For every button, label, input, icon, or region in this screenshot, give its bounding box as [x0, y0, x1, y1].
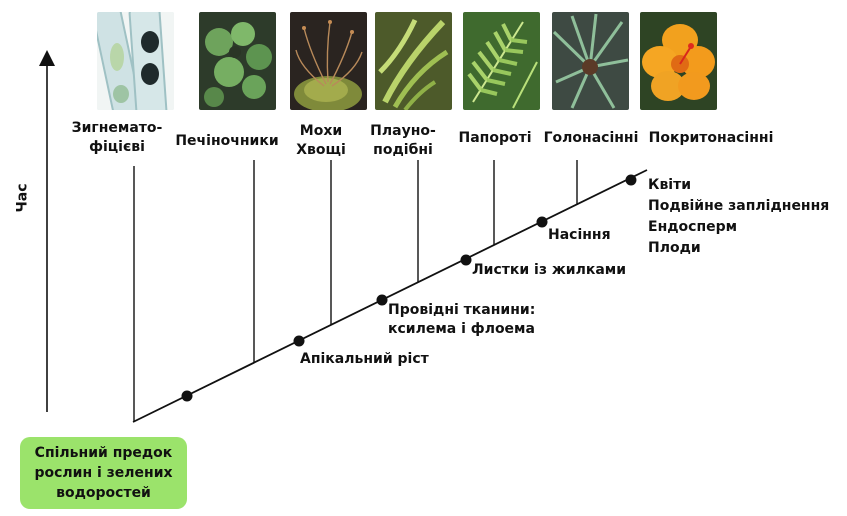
trait-label-line: ксилема і флоема [388, 321, 535, 337]
trait-dot-base [181, 390, 193, 402]
trait-label-line: Квіти [648, 177, 692, 193]
group-label-line: Плауно- [370, 123, 436, 139]
group-label-line: Покритонасінні [648, 130, 774, 146]
group-label-mosses: Мохи Хвощі [296, 122, 346, 160]
zygnematophyceae-image [97, 12, 174, 110]
group-label-line: подібні [373, 142, 433, 158]
group-label-line: Голонасінні [543, 130, 639, 146]
trait-label-veined-leaves: Листки із жилками [472, 262, 627, 278]
ancestor-label-line: рослин і зелених [34, 465, 173, 481]
fern-image [463, 12, 540, 110]
group-label-line: Папороті [458, 130, 532, 146]
lycophyte-image [375, 12, 452, 110]
trait-dot-leaves [460, 254, 472, 266]
trait-dot-seeds [536, 216, 548, 228]
common-ancestor-box: Спільний предок рослин і зелених водорос… [20, 437, 187, 509]
moss-image [290, 12, 367, 110]
group-label-line: фіцієві [89, 139, 145, 155]
trait-label-line: Подвійне запліднення [648, 198, 830, 214]
hibiscus-flower-image [640, 12, 717, 110]
trait-label-line: Провідні тканини: [388, 302, 536, 318]
group-label-liverworts: Печіночники [175, 132, 278, 151]
group-label-angiosperms: Покритонасінні [649, 129, 774, 148]
cycad-image [552, 12, 629, 110]
group-label-gymnosperms: Голонасінні [544, 129, 639, 148]
ancestor-label-line: водоростей [56, 485, 151, 501]
main-trunk-line [132, 169, 648, 423]
trait-label-vascular-tissue: Провідні тканини: ксилема і флоема [388, 301, 535, 339]
group-label-line: Мохи [299, 123, 343, 139]
group-label-line: Зигнемато- [71, 120, 163, 136]
trait-label-apical-growth: Апікальний ріст [300, 351, 429, 367]
time-axis-label: Час [14, 183, 31, 213]
trait-dot-flowers [625, 174, 637, 186]
trait-label-line: Ендосперм [648, 219, 738, 235]
trait-label-seeds: Насіння [548, 227, 611, 243]
trait-dot-apical [293, 335, 305, 347]
trait-label-line: Плоди [648, 240, 701, 256]
group-label-line: Печіночники [175, 133, 279, 149]
ancestor-label-line: Спільний предок [34, 445, 173, 461]
trait-label-angiosperm-features: Квіти Подвійне запліднення Ендосперм Пло… [648, 175, 829, 259]
trait-dot-vascular [376, 294, 388, 306]
group-label-lycophytes: Плауно- подібні [370, 122, 436, 160]
group-label-ferns: Папороті [458, 129, 531, 148]
liverwort-image [199, 12, 276, 110]
group-label-zygnematophyceae: Зигнемато- фіцієві [72, 119, 163, 157]
group-label-line: Хвощі [296, 142, 346, 158]
